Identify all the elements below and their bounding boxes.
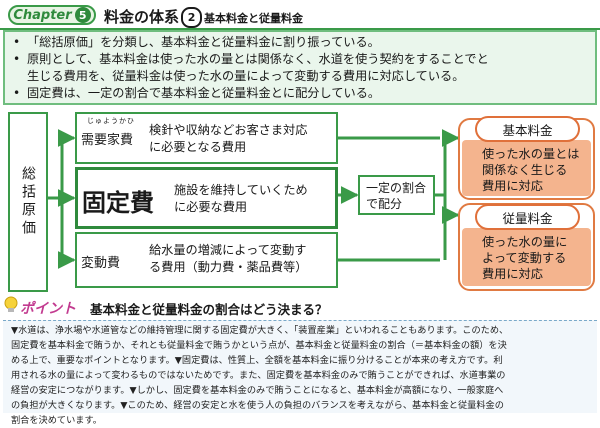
basic-charge-desc: 使った水の量とは 関係なく生じる 費用に対応 [462, 140, 591, 196]
point-title: 基本料金と従量料金の割合はどう決まる？ [90, 302, 328, 317]
title-number: 2 [181, 7, 203, 28]
demand-cost-label: 需要家費 [81, 133, 134, 148]
chapter-badge: Chapter 5 [8, 5, 96, 25]
variable-cost-desc: 給水量の増減によって変動す る費用（動力費・薬品費等） [149, 243, 308, 274]
bullet-item-continued: 生じる費用を、従量料金は使った水の量によって変動する費用に対応している。 [27, 69, 465, 83]
fixed-cost-label: 固定費 [82, 189, 154, 217]
demand-cost-box: じゅようかひ 需要家費 検針や収納などお客さま対応 に必要となる費用 [75, 112, 338, 164]
summary-box: •「総括原価」を分類し、基本料金と従量料金に割り振っている。 •原則として、基本… [3, 30, 597, 105]
allocation-ratio-line1: 一定の割合 [366, 181, 427, 195]
total-cost-box: 総括原価 [8, 112, 48, 292]
diagram-connectors [48, 129, 460, 269]
point-body: ▼水道は、浄水場や水道管などの維持管理に関する固定費が大きく、「装置産業」といわ… [3, 320, 597, 426]
lightbulb-icon [4, 296, 18, 312]
variable-cost-box: 変動費 給水量の増減によって変動す る費用（動力費・薬品費等） [75, 232, 338, 288]
allocation-ratio-box: 一定の割合 で配分 [358, 175, 435, 215]
basic-charge-label: 基本料金 [475, 116, 580, 142]
chapter-label: Chapter [13, 7, 72, 23]
fixed-cost-box: 固定費 施設を維持していくため に必要な費用 [75, 167, 338, 229]
total-cost-label: 総括原価 [20, 166, 36, 238]
volume-charge-label: 従量料金 [475, 204, 580, 230]
fixed-cost-desc: 施設を維持していくため に必要な費用 [174, 183, 308, 214]
bullet-item: •「総括原価」を分類し、基本料金と従量料金に割り振っている。 [13, 35, 380, 49]
demand-cost-ruby: じゅようかひ [87, 117, 135, 125]
header-rule [0, 28, 600, 30]
title-sub: 基本料金と従量料金 [204, 12, 304, 25]
bullet-item: •固定費は、一定の割合で基本料金と従量料金とに配分している。 [13, 86, 381, 100]
title-main: 料金の体系 [104, 8, 180, 26]
chapter-number: 5 [74, 7, 91, 23]
variable-cost-label: 変動費 [81, 256, 121, 271]
demand-cost-desc: 検針や収納などお客さま対応 に必要となる費用 [149, 123, 308, 154]
point-label: ポイント [20, 301, 76, 317]
volume-charge-desc: 使った水の量に よって変動する 費用に対応 [462, 228, 591, 286]
bullet-item: •原則として、基本料金は使った水の量とは関係なく、水道を使う契約をすることでと [13, 52, 489, 66]
allocation-ratio-line2: で配分 [366, 197, 403, 211]
